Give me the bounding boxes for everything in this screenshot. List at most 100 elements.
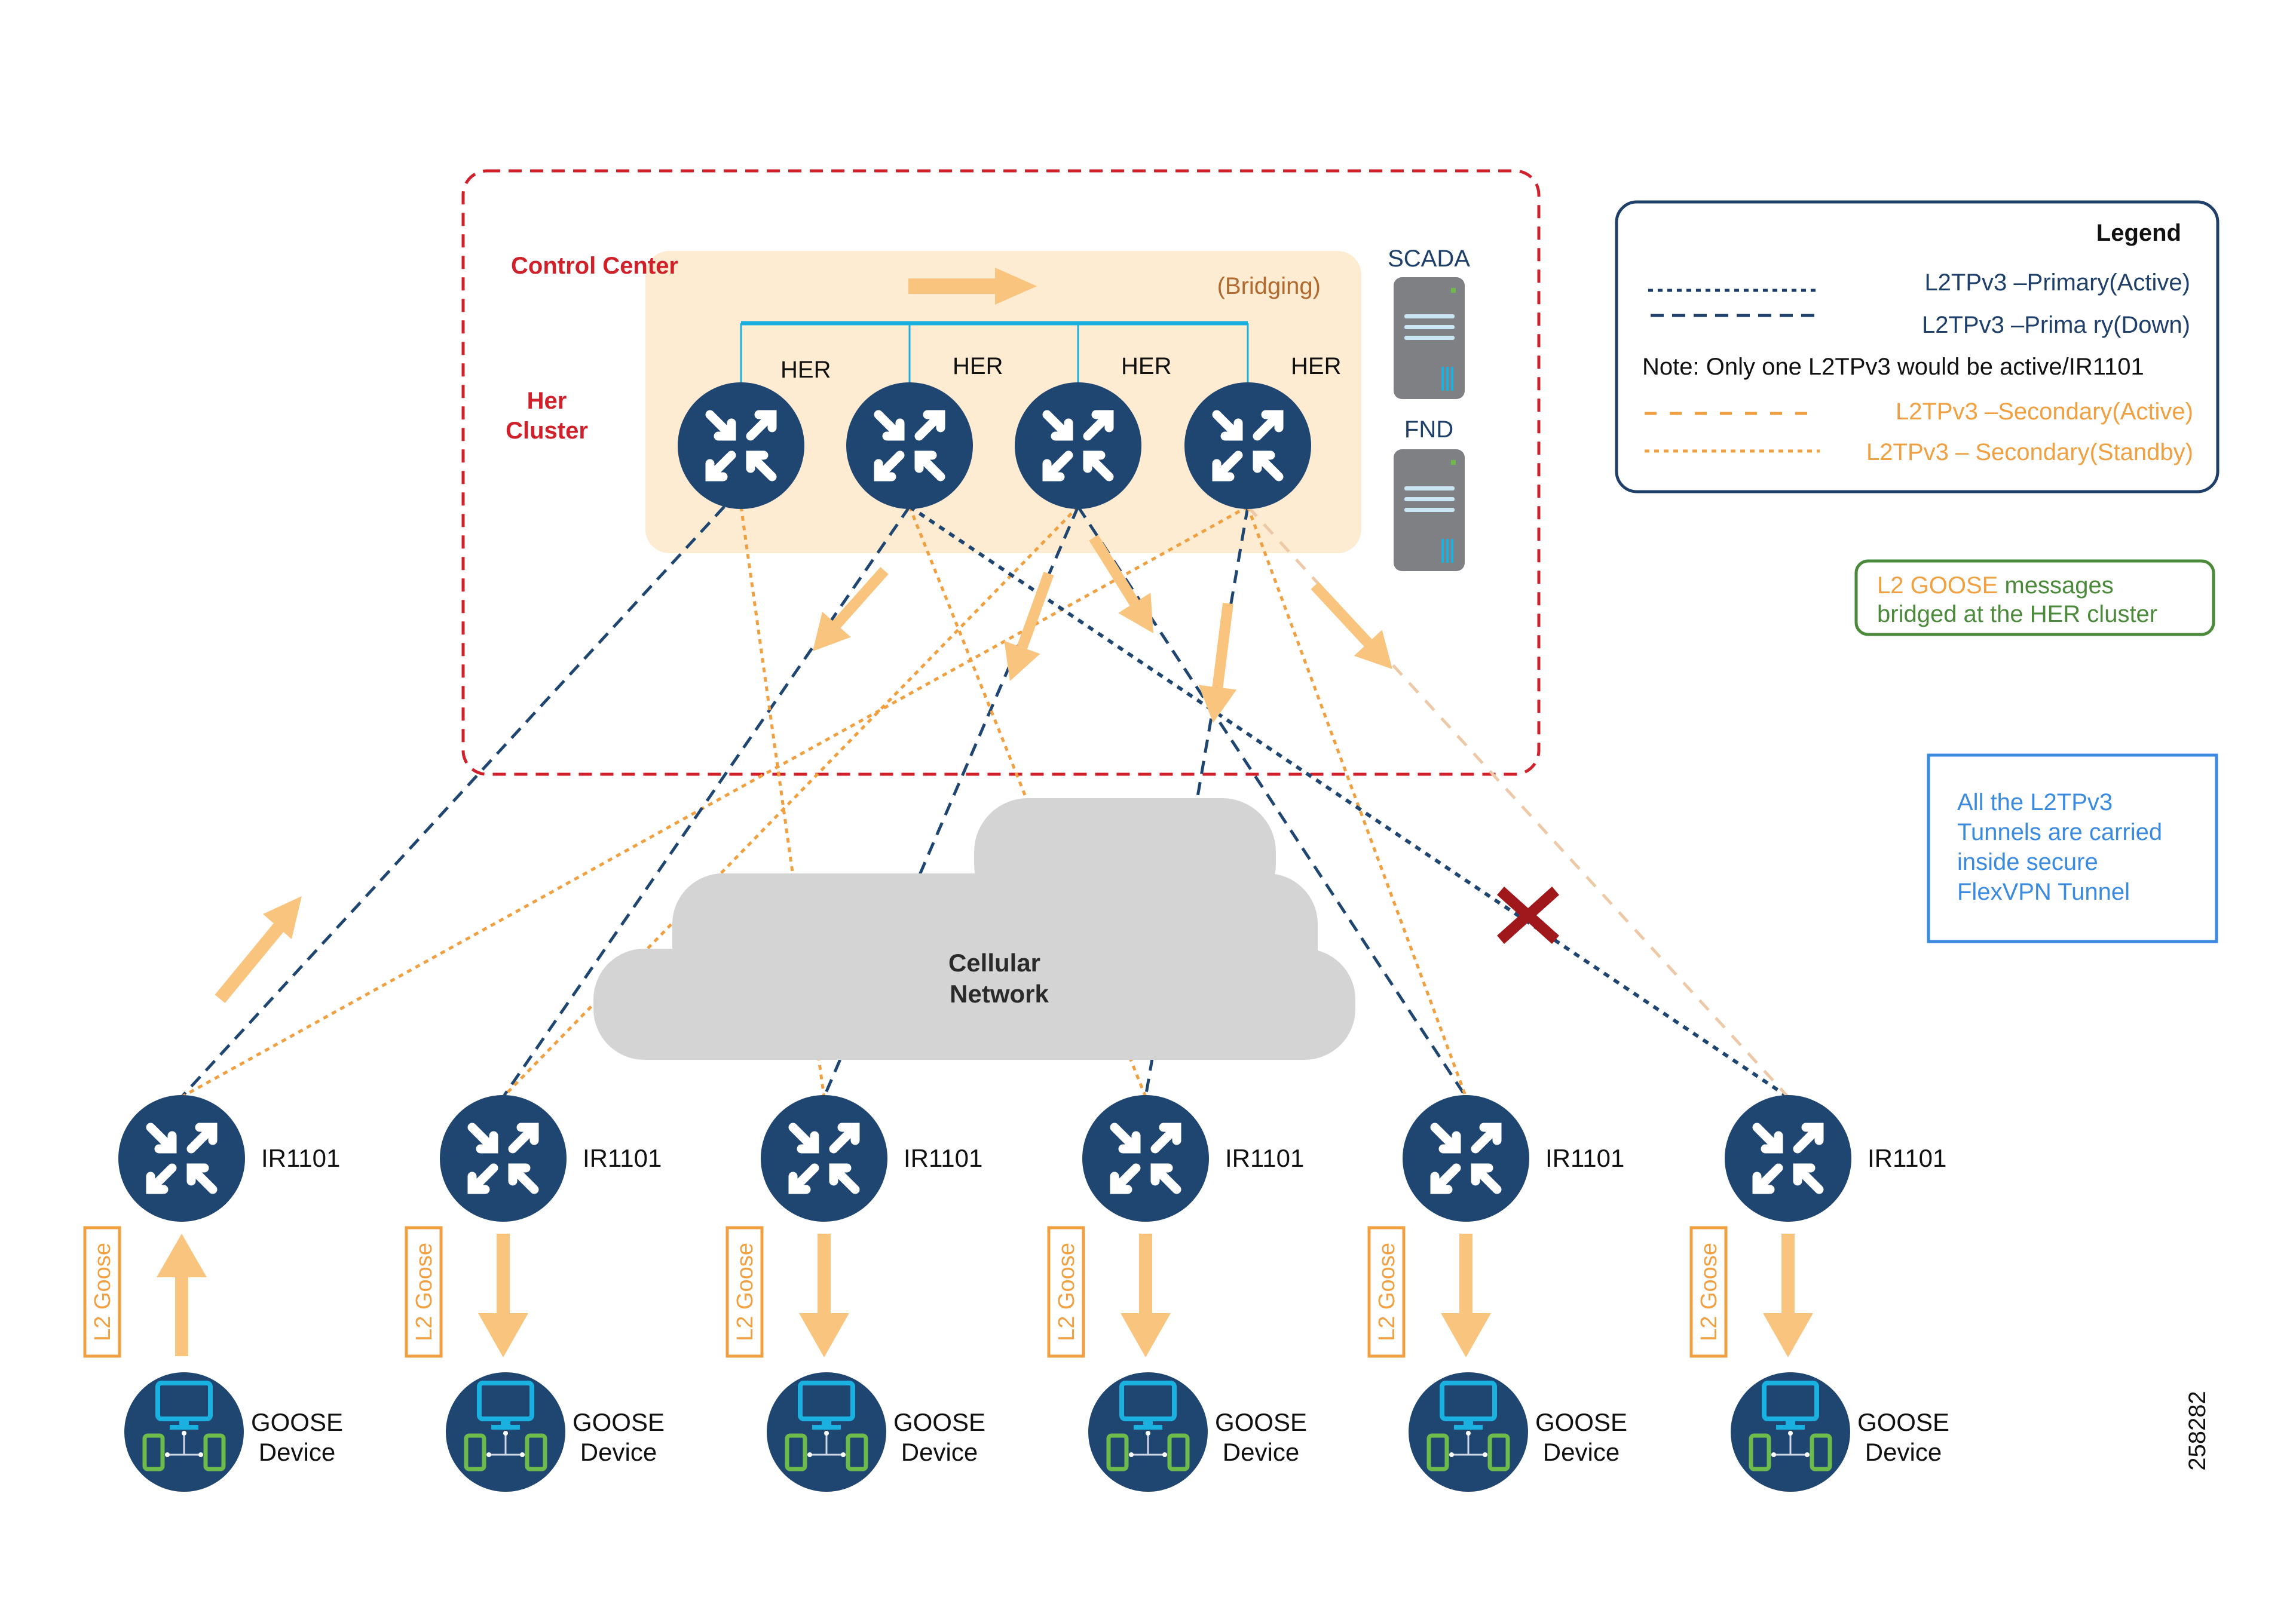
goose-device-icon	[124, 1372, 244, 1492]
l2-goose-tag	[405, 1226, 443, 1358]
tunnel-primary-active-failed	[908, 505, 1789, 1099]
her-cluster-label-line1: Her	[527, 388, 567, 414]
her-cluster-area	[645, 251, 1361, 553]
l2-goose-tag	[83, 1226, 121, 1358]
router-icon	[846, 382, 973, 509]
goose-down-arrow	[478, 1234, 528, 1357]
router-icon	[118, 1095, 245, 1222]
bridging-fan-arrowhead	[813, 611, 851, 651]
her-router[interactable]: HER	[678, 357, 831, 509]
device-label-line2: Device	[1865, 1438, 1942, 1466]
figure-id: 258282	[2184, 1391, 2211, 1470]
l2-goose-tag-label: L2 Goose	[733, 1243, 758, 1341]
goose-uplink-arrow	[215, 896, 302, 1003]
goose-device-icon	[767, 1372, 886, 1492]
router-icon	[761, 1095, 887, 1222]
legend-title: Legend	[2096, 220, 2181, 246]
legend-label-secondary-standby: L2TPv3 – Secondary(Standby)	[1866, 439, 2193, 465]
ir1101-router[interactable]: IR1101	[761, 1095, 982, 1222]
fnd-server-icon[interactable]	[1394, 449, 1465, 571]
l2-goose-tag-label: L2 Goose	[412, 1243, 437, 1341]
goose-device-icon	[1409, 1372, 1528, 1492]
l2-goose-tag-label: L2 Goose	[1374, 1243, 1400, 1341]
bridging-fan-arrow	[1089, 535, 1139, 606]
cloud-label-line2: Network	[950, 980, 1049, 1008]
ir1101-router[interactable]: IR1101	[1725, 1095, 1946, 1222]
goose-bridging-arrows	[813, 535, 1392, 723]
her-label: HER	[953, 353, 1003, 379]
router-label: IR1101	[1868, 1144, 1946, 1172]
cellular-network-cloud	[593, 798, 1355, 1060]
her-bus	[740, 321, 1249, 382]
goose-note-line1: messages	[1998, 572, 2113, 599]
her-router[interactable]: HER	[1184, 353, 1341, 509]
bridging-fan-arrowhead	[1198, 685, 1237, 723]
router-icon	[440, 1095, 567, 1222]
device-label-line2: Device	[259, 1438, 335, 1466]
tunnel-secondary-standby	[739, 506, 826, 1097]
her-label: HER	[780, 357, 831, 383]
goose-note-line2: bridged at the HER cluster	[1877, 601, 2157, 627]
bridging-fan-arrow	[1017, 571, 1054, 649]
device-label-line1: GOOSE	[251, 1408, 343, 1436]
router-icon	[1403, 1095, 1529, 1222]
router-icon	[1015, 382, 1141, 509]
device-label-line2: Device	[1543, 1438, 1620, 1466]
ir1101-router[interactable]: IR1101	[118, 1095, 340, 1222]
flexvpn-note: All the L2TPv3 Tunnels are carried insid…	[1927, 753, 2218, 943]
bridging-fan-arrow	[1212, 602, 1233, 688]
flexvpn-note-line4: FlexVPN Tunnel	[1957, 879, 2130, 905]
goose-note-highlight: L2 GOOSE	[1877, 572, 1998, 599]
l2-goose-tag-label: L2 Goose	[1054, 1243, 1079, 1341]
svg-text:L2 GOOSE messages: L2 GOOSE messages	[1877, 572, 2114, 599]
l2-goose-tag-label: L2 Goose	[1697, 1243, 1722, 1341]
her-cluster-label-line2: Cluster	[506, 418, 588, 444]
goose-down-arrow	[1121, 1234, 1171, 1357]
tunnel-primary-down	[501, 505, 911, 1098]
ir1101-router[interactable]: IR1101	[1403, 1095, 1624, 1222]
device-label-line1: GOOSE	[1535, 1408, 1627, 1436]
her-router[interactable]: HER	[846, 353, 1003, 509]
ir1101-router[interactable]: IR1101	[1082, 1095, 1304, 1222]
goose-down-arrow	[1441, 1234, 1491, 1357]
goose-device-icon	[446, 1372, 565, 1492]
router-label: IR1101	[1225, 1144, 1304, 1172]
flexvpn-note-line1: All the L2TPv3	[1957, 789, 2113, 815]
control-center-boundary	[461, 169, 1541, 776]
flexvpn-note-line3: inside secure	[1957, 849, 2098, 875]
goose-down-arrow	[1763, 1234, 1813, 1357]
flexvpn-note-line2: Tunnels are carried	[1957, 819, 2162, 845]
device-label-line1: GOOSE	[893, 1408, 985, 1436]
cloud-label-line1: Cellular	[948, 949, 1040, 977]
device-label-line1: GOOSE	[573, 1408, 665, 1436]
device-label-line2: Device	[580, 1438, 657, 1466]
bridging-label: (Bridging)	[1217, 273, 1321, 299]
router-icon	[1725, 1095, 1851, 1222]
ir1101-router[interactable]: IR1101	[440, 1095, 662, 1222]
router-label: IR1101	[261, 1144, 340, 1172]
goose-bridging-note: L2 GOOSE messages bridged at the HER clu…	[1854, 559, 2215, 636]
her-router[interactable]: HER	[1015, 353, 1171, 509]
bridging-fan-arrowhead	[1354, 630, 1392, 669]
scada-server-icon[interactable]	[1394, 277, 1465, 399]
device-label-line1: GOOSE	[1215, 1408, 1307, 1436]
bridging-fan-arrowhead	[1004, 640, 1040, 681]
router-icon	[678, 382, 804, 509]
goose-device-icon	[1731, 1372, 1850, 1492]
legend: Legend L2TPv3 –Primary(Active) L2TPv3 –P…	[1615, 200, 2220, 493]
legend-label-primary-down: L2TPv3 –Prima ry(Down)	[1922, 312, 2190, 338]
bridging-fan-arrowhead	[1118, 593, 1153, 633]
